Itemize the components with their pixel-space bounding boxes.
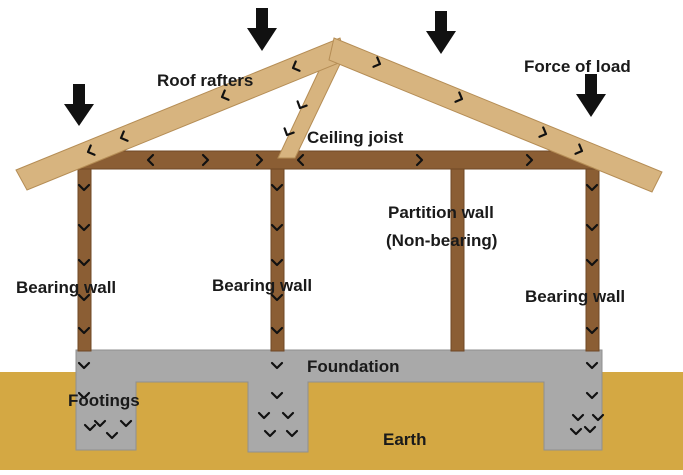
chevron-icon [119, 419, 133, 428]
chevron-icon [146, 153, 155, 167]
chevron-icon [372, 56, 382, 68]
ceiling-joist-beam [79, 150, 601, 170]
chevron-icon [77, 293, 91, 302]
chevron-icon [270, 326, 284, 335]
chevron-icon [77, 391, 91, 400]
chevron-icon [257, 411, 271, 420]
chevron-icon [525, 153, 534, 167]
structure-flow-markers [77, 56, 599, 335]
partition-wall-stud [450, 167, 465, 352]
load-arrows [64, 8, 606, 126]
chevron-icon [591, 413, 605, 422]
bearing-wall-left-label: Bearing wall [16, 278, 116, 297]
chevron-icon [585, 391, 599, 400]
chevron-icon [538, 126, 548, 138]
roof-rafters-label: Roof rafters [157, 71, 253, 90]
chevron-icon [415, 153, 424, 167]
bearing-wall-center-label: Bearing wall [212, 276, 312, 295]
chevron-icon [574, 143, 584, 155]
chevron-icon [296, 153, 305, 167]
chevron-icon [86, 144, 96, 156]
down-arrow-icon [247, 8, 277, 51]
chevron-icon [270, 293, 284, 302]
down-arrow-icon [64, 84, 94, 126]
chevron-icon [283, 127, 295, 137]
chevron-icon [119, 130, 129, 142]
partition-wall-sublabel: (Non-bearing) [386, 231, 497, 250]
chevron-icon [291, 60, 301, 72]
chevron-icon [583, 425, 597, 434]
chevron-icon [285, 429, 299, 438]
chevron-icon [220, 89, 230, 101]
chevron-icon [585, 258, 599, 267]
chevron-icon [270, 183, 284, 192]
chevron-icon [454, 91, 464, 103]
chevron-icon [270, 361, 284, 370]
chevron-icon [77, 183, 91, 192]
chevron-icon [263, 429, 277, 438]
chevron-icon [569, 427, 583, 436]
force-of-load-label: Force of load [524, 57, 631, 76]
chevron-icon [93, 419, 107, 428]
chevron-icon [585, 183, 599, 192]
chevron-icon [77, 326, 91, 335]
foundation-label: Foundation [307, 357, 400, 376]
chevron-icon [585, 361, 599, 370]
chevron-icon [270, 223, 284, 232]
chevron-icon [296, 100, 308, 110]
footing-flow-markers [77, 361, 605, 440]
down-arrow-icon [576, 74, 606, 117]
partition-wall-label: Partition wall [388, 203, 494, 222]
chevron-icon [571, 413, 585, 422]
earth-label: Earth [383, 430, 426, 449]
chevron-icon [77, 223, 91, 232]
chevron-icon [281, 411, 295, 420]
bearing-wall-right-label: Bearing wall [525, 287, 625, 306]
chevron-icon [255, 153, 264, 167]
ceiling-joist-label: Ceiling joist [307, 128, 404, 147]
chevron-icon [77, 361, 91, 370]
down-arrow-icon [426, 11, 456, 54]
chevron-icon [77, 258, 91, 267]
chevron-icon [105, 431, 119, 440]
chevron-icon [270, 391, 284, 400]
chevron-icon [585, 223, 599, 232]
chevron-icon [83, 423, 97, 432]
footings-label: Footings [68, 391, 140, 410]
chevron-icon [585, 326, 599, 335]
foundation-slab [75, 349, 603, 453]
chevron-icon [270, 258, 284, 267]
chevron-icon [201, 153, 210, 167]
